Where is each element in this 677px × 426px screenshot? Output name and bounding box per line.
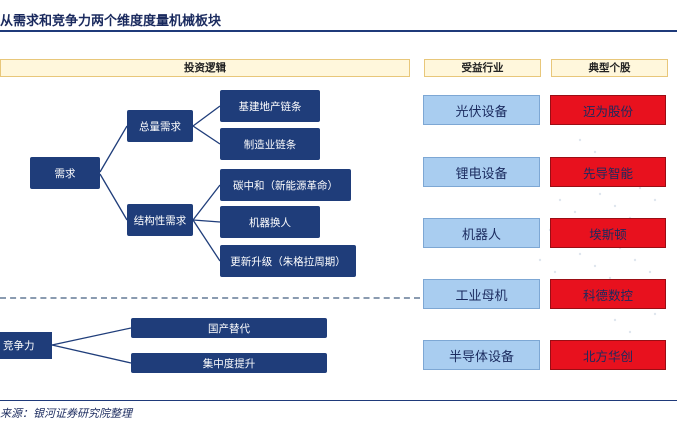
node-structural-demand: 结构性需求 bbox=[127, 204, 193, 236]
node-upgrade-cycle: 更新升级（朱格拉周期） bbox=[220, 245, 356, 277]
node-carbon-neutral: 碳中和（新能源革命） bbox=[220, 169, 351, 201]
industry-pv-equipment: 光伏设备 bbox=[423, 95, 540, 125]
industry-semiconductor-equipment: 半导体设备 bbox=[423, 340, 540, 370]
node-demand: 需求 bbox=[30, 157, 100, 189]
stock-estun: 埃斯顿 bbox=[550, 218, 666, 248]
industry-lithium-equipment: 锂电设备 bbox=[423, 157, 540, 187]
node-manufacturing-chain: 制造业链条 bbox=[220, 128, 320, 160]
stock-maiwei: 迈为股份 bbox=[550, 95, 666, 125]
node-concentration-increase: 集中度提升 bbox=[131, 353, 327, 373]
header-investment-logic: 投资逻辑 bbox=[0, 59, 410, 77]
node-competitiveness: 竞争力 bbox=[0, 332, 52, 359]
node-robot-replacement: 机器换人 bbox=[220, 206, 320, 238]
node-total-demand: 总量需求 bbox=[127, 110, 193, 142]
source-note: 来源：银河证券研究院整理 bbox=[0, 407, 132, 420]
stock-xiandao: 先导智能 bbox=[550, 157, 666, 187]
header-typical-stocks: 典型个股 bbox=[551, 59, 668, 77]
header-beneficiary-industry: 受益行业 bbox=[424, 59, 541, 77]
node-domestic-substitution: 国产替代 bbox=[131, 318, 327, 338]
section-divider bbox=[0, 297, 420, 299]
stock-naura: 北方华创 bbox=[550, 340, 666, 370]
page-title: 从需求和竞争力两个维度度量机械板块 bbox=[0, 14, 222, 29]
footer-rule bbox=[0, 400, 677, 401]
title-underline bbox=[0, 30, 677, 32]
stock-kede-cnc: 科德数控 bbox=[550, 279, 666, 309]
industry-machine-tools: 工业母机 bbox=[423, 279, 540, 309]
node-infrastructure-chain: 基建地产链条 bbox=[220, 90, 320, 122]
industry-robot: 机器人 bbox=[423, 218, 540, 248]
